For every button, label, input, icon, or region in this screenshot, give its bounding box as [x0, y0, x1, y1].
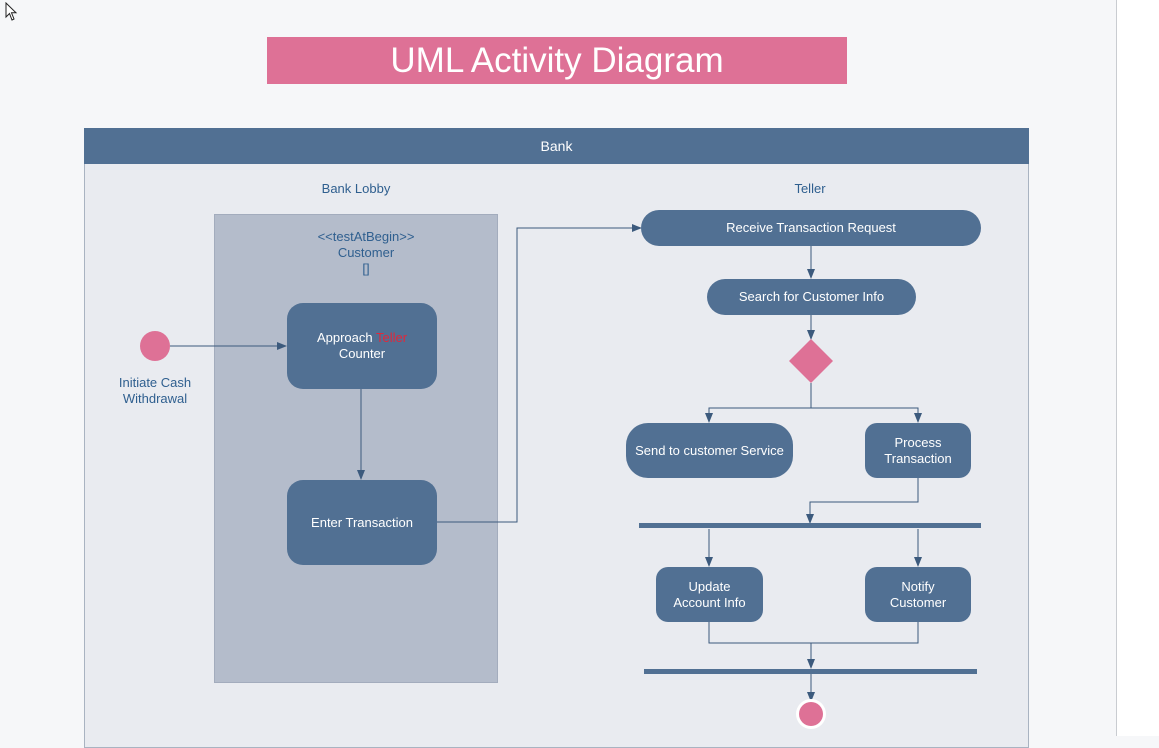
cursor-arrow-icon: [5, 2, 18, 21]
activity-send-to-customer-service[interactable]: Send to customer Service: [626, 423, 793, 478]
process-label-1: Process: [894, 434, 942, 450]
region-brackets: []: [362, 261, 370, 276]
join-bar-bottom: [644, 669, 977, 674]
activity-approach-teller-counter[interactable]: Approach Teller Counter: [287, 303, 437, 389]
send-label: Send to customer Service: [635, 442, 784, 458]
diagram-title: UML Activity Diagram: [267, 37, 847, 84]
fork-bar-top: [639, 523, 981, 528]
activity-process-transaction[interactable]: Process Transaction: [865, 423, 971, 478]
start-label-line2: Withdrawal: [122, 391, 188, 406]
search-label: Search for Customer Info: [738, 289, 885, 304]
edge-enter-receive: [437, 224, 642, 523]
canvas-edge: [1116, 0, 1117, 736]
notify-label-2: Customer: [889, 594, 947, 610]
approach-text-2: Counter: [338, 346, 386, 361]
activity-update-account-info[interactable]: Update Account Info: [656, 567, 763, 622]
edge-decision-send: [705, 383, 812, 423]
lane-label-teller: Teller: [794, 181, 826, 196]
notify-label-1: Notify: [901, 578, 935, 594]
activity-receive-transaction-request[interactable]: Receive Transaction Request: [641, 210, 981, 246]
customer-region-label: <<testAtBegin>> Customer []: [214, 229, 518, 277]
customer-region[interactable]: [214, 214, 498, 683]
activity-search-customer-info[interactable]: Search for Customer Info: [707, 279, 916, 315]
process-label-2: Transaction: [884, 450, 952, 466]
start-node: [140, 331, 170, 361]
edge-process-join: [806, 478, 919, 524]
decision-diamond: [789, 339, 833, 383]
update-label-1: Update: [688, 578, 731, 594]
end-node-inner: [799, 702, 823, 726]
canvas-gutter: [1117, 0, 1159, 736]
approach-text: Approach: [316, 330, 376, 345]
pool-header[interactable]: Bank: [84, 128, 1029, 164]
approach-highlight: Teller: [375, 330, 408, 345]
start-label: Initiate Cash Withdrawal: [95, 375, 215, 407]
start-label-line1: Initiate Cash: [118, 375, 192, 390]
receive-label: Receive Transaction Request: [726, 220, 896, 235]
edge-update-join: [708, 622, 815, 669]
lane-label-bank-lobby: Bank Lobby: [321, 181, 391, 196]
region-stereotype: <<testAtBegin>>: [317, 229, 415, 244]
update-label-2: Account Info: [673, 594, 746, 610]
activity-enter-transaction[interactable]: Enter Transaction: [287, 480, 437, 565]
region-name: Customer: [337, 245, 395, 260]
edge-decision-process: [811, 407, 922, 423]
edge-notify-join: [811, 622, 919, 644]
enter-label: Enter Transaction: [311, 514, 413, 530]
activity-notify-customer[interactable]: Notify Customer: [865, 567, 971, 622]
